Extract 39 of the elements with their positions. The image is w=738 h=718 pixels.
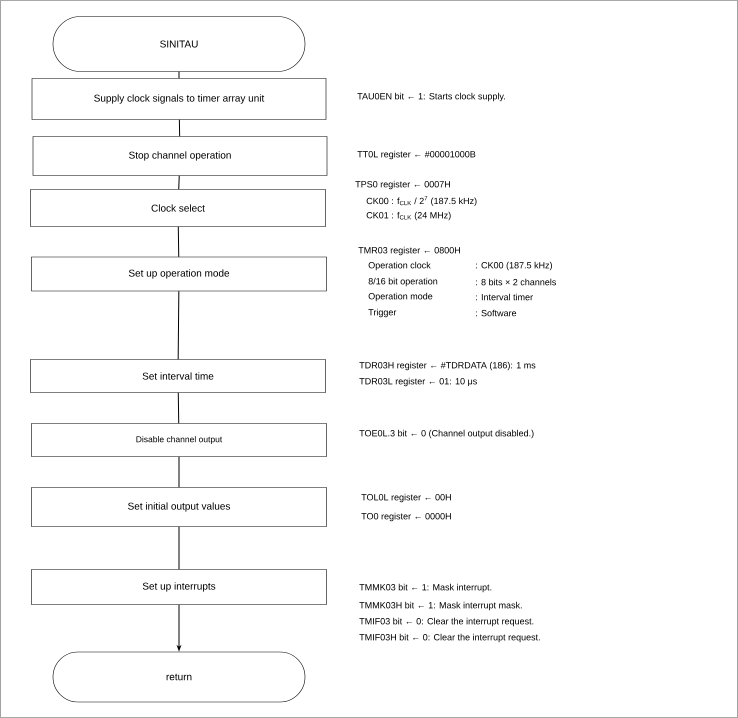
annotation-text: TPS0 register ← 0007H: [355, 180, 450, 190]
connector-line: [178, 290, 180, 360]
connector-line: [178, 456, 180, 488]
annotation-text: TO0 register ← 0000H: [361, 512, 451, 522]
annotation-text: 8/16 bit operation: [368, 278, 438, 286]
annotation-text: TMMK03H bit ← 1: Mask interrupt mask.: [359, 602, 522, 610]
annotation-text: Operation clock: [368, 262, 431, 270]
annotation-text: TAU0EN bit ← 1: Starts clock supply.: [357, 92, 505, 102]
annotation-text: Trigger: [368, 308, 396, 318]
annotation-text: TMIF03 bit ← 0: Clear the interrupt request.: [359, 618, 534, 626]
process-box: Supply clock signals to timer array unit: [32, 78, 326, 120]
connector-line: [178, 71, 180, 79]
annotation-text: : Interval timer: [476, 294, 533, 300]
process-box: Set initial output values: [31, 487, 327, 527]
annotation-text: TT0L register ← #00001000B: [357, 150, 476, 160]
connector-line: [178, 119, 180, 137]
process-box: Clock select: [30, 189, 326, 227]
annotation-text: CK01 : f$_{CLK}$ (24 MHz): [366, 212, 451, 220]
connector-line: [178, 392, 180, 424]
process-box: Set up interrupts: [31, 569, 327, 605]
annotation-text: TDR03H register ← #TDRDATA (186): 1 ms: [359, 362, 536, 370]
annotation-text: : Software: [476, 310, 516, 316]
annotation-text: : 8 bits × 2 channels: [476, 278, 556, 286]
annotation-text: CK00 : f$_{CLK}$ / 2$^{7}$ (187.5 kHz): [366, 196, 477, 206]
annotation-text: Operation mode: [368, 292, 432, 302]
annotation-text: TOE0L.3 bit ← 0 (Channel output disabled.): [359, 430, 534, 438]
annotation-text: TOL0L register ← 00H: [361, 494, 451, 502]
process-box: Disable channel output: [31, 423, 327, 457]
connector-line: [178, 226, 180, 258]
annotation-text: TMMK03 bit ← 1: Mask interrupt.: [359, 584, 492, 592]
annotation-text: TDR03L register ← 01: 10 μs: [359, 378, 477, 386]
process-box: Set up operation mode: [31, 256, 327, 292]
annotation-text: : CK00 (187.5 kHz): [476, 262, 552, 270]
connector-line: [178, 175, 180, 190]
process-box: Set interval time: [30, 359, 326, 393]
process-box: Stop channel operation: [32, 136, 328, 176]
annotation-text: TMR03 register ← 0800H: [358, 246, 460, 256]
annotation-text: TMIF03H bit ← 0: Clear the interrupt request.: [359, 634, 540, 642]
connector-line: [178, 526, 180, 570]
